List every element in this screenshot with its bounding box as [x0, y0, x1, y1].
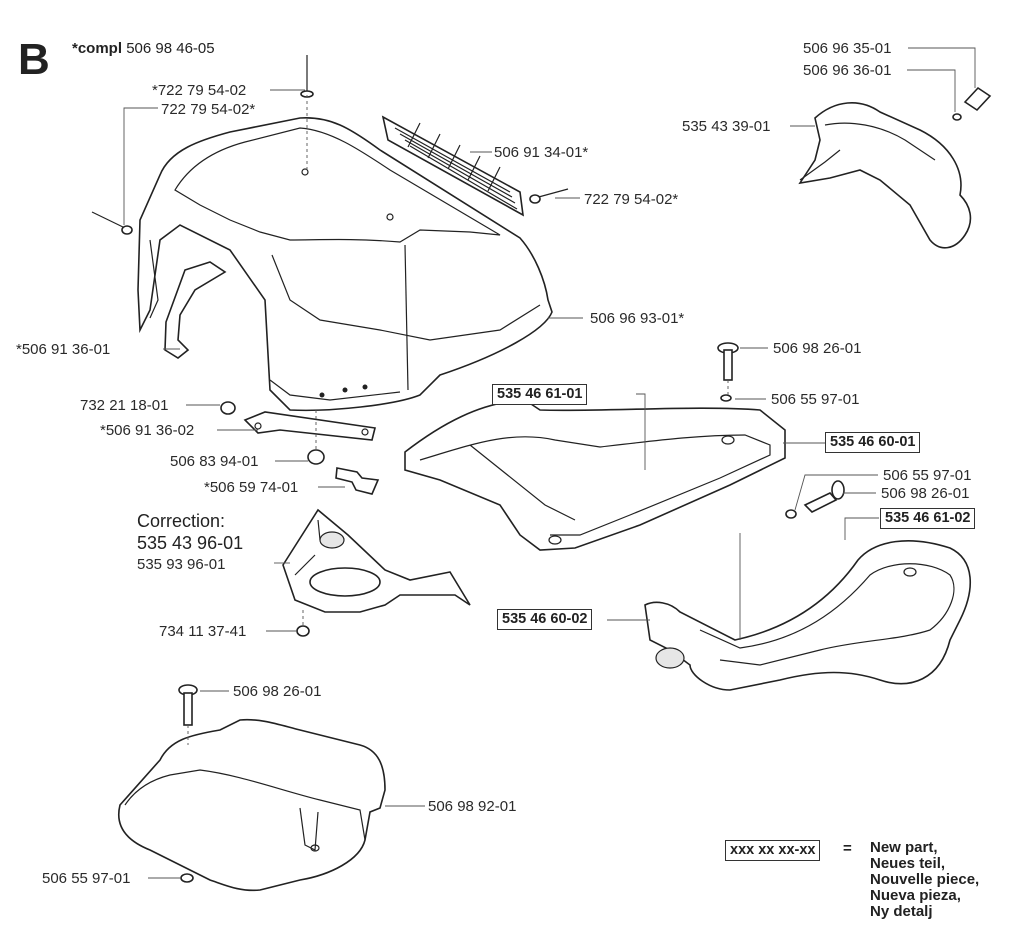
grille-rivet	[529, 188, 569, 204]
part-label: 506 96 36-01	[803, 62, 892, 79]
correction-title: Correction:	[137, 511, 226, 531]
part-label: 506 98 92-01	[428, 798, 517, 815]
assembly-complete-number: *compl 506 98 46-05	[72, 40, 215, 57]
new-part-label: 535 46 61-02	[880, 508, 976, 529]
rear-cover-screw	[952, 86, 992, 121]
part-label: 506 91 34-01*	[494, 144, 589, 161]
new-part-label: 535 46 61-01	[492, 384, 588, 405]
part-label: 506 83 94-01	[170, 453, 259, 470]
part-label: 506 55 97-01	[883, 467, 972, 484]
correction-number: 535 43 96-01	[137, 533, 244, 553]
section-letter: B	[18, 35, 50, 84]
new-part-label: 535 46 60-02	[497, 609, 593, 630]
part-label: 535 93 96-01	[137, 556, 226, 573]
cover-washer	[180, 873, 194, 883]
part-label: 506 98 26-01	[773, 340, 862, 357]
rear-cover	[798, 102, 972, 249]
left-rivet	[91, 211, 133, 235]
legend-line: Neues teil,	[870, 855, 946, 872]
part-label: 506 55 97-01	[771, 391, 860, 408]
legend-line: Nueva pieza,	[870, 887, 961, 904]
part-label: *506 59 74-01	[204, 479, 299, 496]
cup-holder	[282, 508, 471, 613]
new-part-label: 535 46 60-01	[825, 432, 921, 453]
part-label: 506 98 26-01	[233, 683, 322, 700]
legend-equals: =	[843, 840, 852, 857]
part-label: 734 11 37-41	[159, 623, 247, 640]
part-label: 506 96 93-01*	[590, 310, 685, 327]
hood-cover	[137, 117, 553, 412]
seat-bolt-2	[785, 480, 845, 519]
legend-line: Ny detalj	[870, 903, 933, 920]
part-label: 506 55 97-01	[42, 870, 131, 887]
legend-line: Nouvelle piece,	[870, 871, 980, 888]
part-label: *506 91 36-01	[16, 341, 111, 358]
bottom-cover	[118, 718, 386, 892]
part-label: 722 79 54-02*	[161, 101, 256, 118]
legend-line: New part,	[870, 839, 938, 856]
cover-bolt	[178, 684, 198, 726]
leader-lines	[123, 47, 976, 879]
part-label: 506 98 26-01	[881, 485, 970, 502]
part-label: 535 43 39-01	[682, 118, 771, 135]
part-label: 506 96 35-01	[803, 40, 892, 57]
hood-bracket	[164, 261, 227, 359]
grille	[381, 115, 524, 217]
left-fender	[404, 399, 786, 551]
part-label: *506 91 36-02	[100, 422, 195, 439]
compl-number: 506 98 46-05	[126, 40, 215, 57]
legend-text: New part, Neues teil, Nouvelle piece, Nu…	[870, 840, 979, 920]
compl-prefix: *compl	[72, 40, 123, 57]
part-label: *722 79 54-02	[152, 82, 247, 99]
part-label: 732 21 18-01	[80, 397, 169, 414]
part-label: 722 79 54-02*	[584, 191, 679, 208]
legend-placeholder: xxx xx xx-xx	[725, 840, 821, 861]
mount-assembly	[220, 401, 380, 495]
washer	[296, 625, 310, 637]
top-rivet	[300, 55, 314, 98]
right-fender	[644, 540, 971, 691]
